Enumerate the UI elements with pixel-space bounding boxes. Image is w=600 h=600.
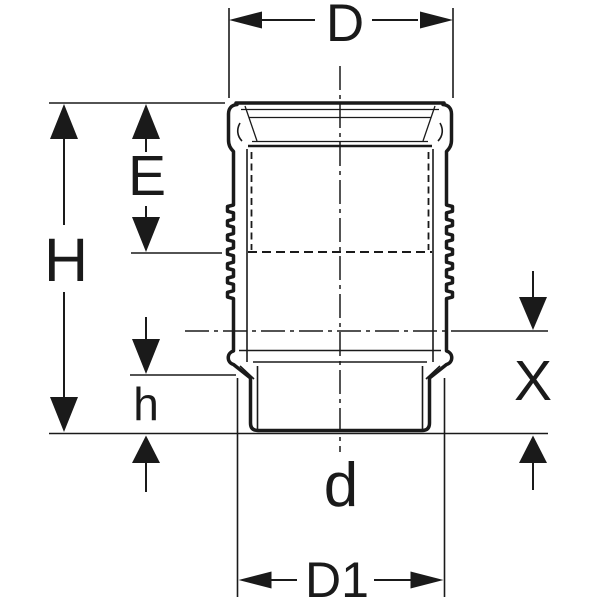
dimension-h: h bbox=[132, 317, 160, 492]
mouth-chamfer-right bbox=[422, 105, 436, 142]
shoulder-chamfer-right bbox=[425, 365, 441, 380]
dimension-label-X: X bbox=[514, 349, 552, 413]
mouth-chamfer-left bbox=[244, 105, 258, 142]
dimension-label-D1: D1 bbox=[305, 552, 369, 600]
dimension-label-h: h bbox=[133, 378, 159, 430]
arrow-down-icon bbox=[519, 297, 547, 330]
fitting-inner-lines bbox=[239, 149, 441, 429]
arrow-right-icon bbox=[410, 571, 444, 589]
arrow-down-icon bbox=[132, 339, 160, 374]
arrow-up-icon bbox=[132, 435, 160, 463]
dimension-label-H: H bbox=[44, 226, 88, 294]
arrow-down-icon bbox=[50, 397, 78, 432]
dimension-X: X bbox=[514, 271, 552, 490]
shoulder-chamfer-left bbox=[239, 365, 255, 380]
gasket-lip-right bbox=[437, 122, 444, 142]
arrow-up-icon bbox=[519, 435, 547, 463]
gasket-lip-left bbox=[236, 122, 243, 142]
arrow-left-icon bbox=[238, 571, 272, 589]
dimension-label-E: E bbox=[128, 144, 166, 208]
dimension-H: H bbox=[44, 104, 88, 432]
arrow-left-icon bbox=[229, 11, 262, 29]
dimension-D: D bbox=[228, 0, 454, 98]
center-lines bbox=[185, 66, 548, 452]
arrow-up-icon bbox=[132, 104, 160, 139]
dimension-D1: D1 bbox=[236, 378, 446, 600]
arrow-up-icon bbox=[50, 104, 78, 139]
dimension-E: E bbox=[128, 104, 166, 252]
reference-lines bbox=[49, 102, 548, 435]
dimension-label-D: D bbox=[326, 0, 364, 53]
arrow-right-icon bbox=[420, 11, 453, 29]
arrow-down-icon bbox=[132, 217, 160, 252]
dimension-label-d: d bbox=[324, 451, 358, 520]
